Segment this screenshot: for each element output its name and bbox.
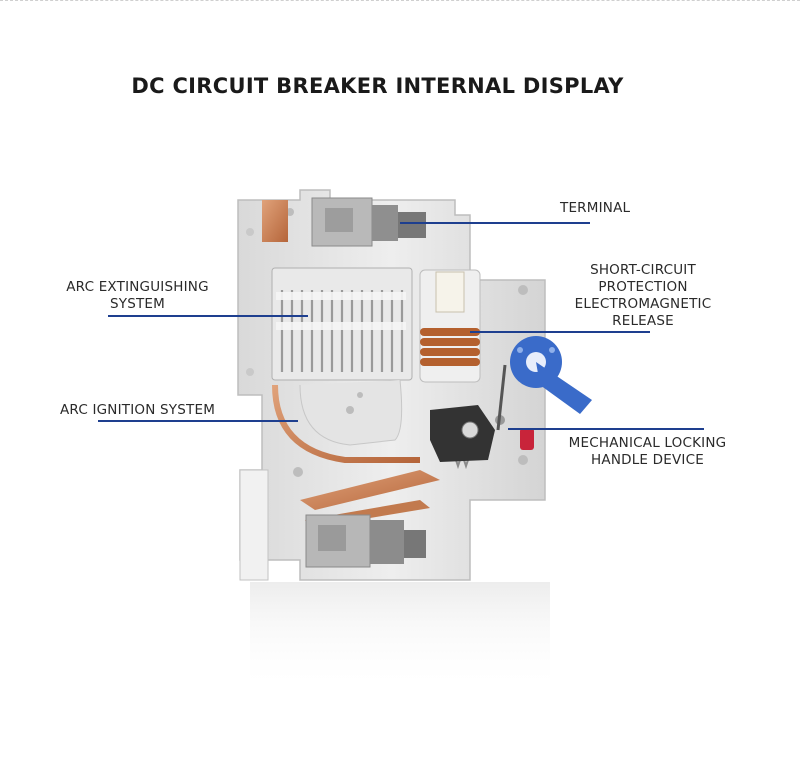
leader-arc-extinguishing (108, 315, 308, 317)
callout-mechanical-locking-line-1: MECHANICAL LOCKING (568, 435, 727, 451)
leader-mechanical-locking (508, 428, 704, 430)
callout-arc-ignition-label: ARC IGNITION SYSTEM (60, 402, 216, 418)
din-clip (239, 469, 269, 581)
callout-arc-ignition: ARC IGNITION SYSTEM (60, 402, 215, 419)
blue-handle (510, 336, 592, 414)
leader-short-circuit (470, 331, 650, 333)
floor-reflection (250, 582, 550, 692)
moving-contact (300, 470, 440, 510)
top-copper-lug (262, 200, 288, 242)
arc-runner (272, 384, 420, 463)
page-title: DC CIRCUIT BREAKER INTERNAL DISPLAY (131, 74, 624, 98)
callout-arc-extinguishing-line-2: SYSTEM (109, 296, 165, 312)
top-dashed-rule (0, 0, 800, 1)
callout-short-circuit-line-2: PROTECTION (598, 279, 688, 295)
callout-short-circuit: SHORT-CIRCUIT PROTECTION ELECTROMAGNETIC… (563, 262, 723, 330)
callout-terminal: TERMINAL (560, 200, 630, 217)
callout-terminal-label: TERMINAL (560, 200, 631, 216)
callout-arc-extinguishing: ARC EXTINGUISHING SYSTEM (50, 279, 225, 313)
arc-chute-plates (280, 290, 404, 372)
coil-windings (420, 328, 480, 366)
leader-terminal (400, 222, 590, 224)
callout-mechanical-locking: MECHANICAL LOCKING HANDLE DEVICE (555, 435, 740, 469)
lock-pawl (520, 428, 534, 450)
callout-arc-extinguishing-line-1: ARC EXTINGUISHING (66, 279, 209, 295)
callout-short-circuit-line-3: ELECTROMAGNETIC (574, 296, 712, 312)
leader-arc-ignition (98, 420, 298, 422)
callout-mechanical-locking-line-2: HANDLE DEVICE (591, 452, 704, 468)
callout-short-circuit-line-4: RELEASE (612, 313, 674, 329)
callout-short-circuit-line-1: SHORT-CIRCUIT (590, 262, 696, 278)
